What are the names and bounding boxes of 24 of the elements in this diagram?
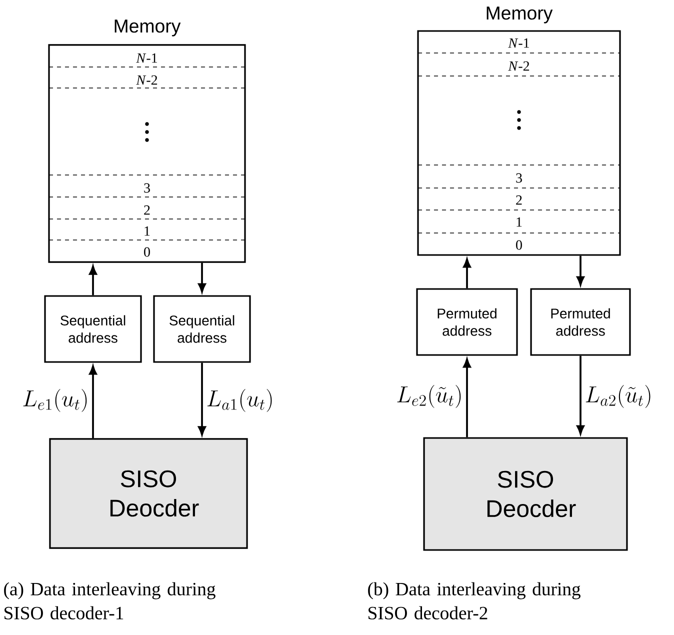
arrow: [576, 356, 584, 434]
caption: (b) Data interleaving during SISO decoder-2: [368, 582, 580, 620]
edge-label: $L_{a1}(u_t)$: [207, 389, 272, 412]
node-label: Memory: [486, 6, 553, 24]
edge-label: $L_{e1}(u_t)$: [23, 389, 87, 412]
memory-box: Memory N-1 N-2 3 2 1 0: [417, 6, 621, 256]
arrow: [198, 362, 206, 436]
edge-label: $L_{e2}(\tilde{u}_t)$: [397, 385, 461, 408]
decoder-box: SISO Deocder: [49, 438, 248, 549]
caption: (a) Data interleaving during SISO decoder-1: [4, 582, 216, 620]
address-box: Permuted address: [530, 288, 631, 356]
arrow: [198, 262, 206, 292]
arrow: [463, 258, 471, 288]
arrow: [89, 366, 97, 438]
memory-box: Memory N-1 N-2 3 2 1 0: [48, 20, 246, 263]
address-box: Sequential address: [153, 295, 251, 363]
node-label: Memory: [114, 20, 181, 36]
address-box: Permuted address: [416, 288, 518, 356]
decoder-box: SISO Deocder: [423, 437, 628, 551]
arrow: [89, 266, 97, 296]
edge-label: $L_{a2}(\tilde{u}_t)$: [586, 385, 650, 408]
address-box: Sequential address: [44, 295, 142, 363]
arrow: [576, 256, 584, 286]
arrow: [463, 358, 471, 438]
